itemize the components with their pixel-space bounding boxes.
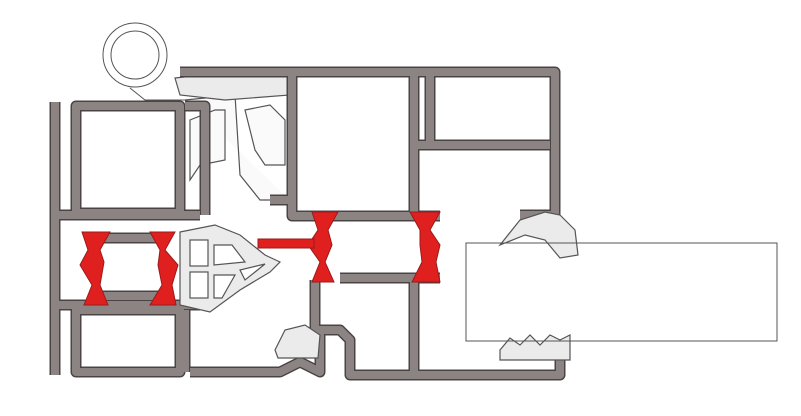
- thermal-break-4: [409, 211, 441, 283]
- thermal-break-bar: [257, 238, 315, 249]
- glazing-gasket-bottom: [499, 334, 571, 361]
- corner-cleat: [179, 224, 282, 313]
- glazing-gasket-top: [498, 211, 579, 259]
- sash-inserts: [174, 71, 291, 201]
- thermal-breaks: [79, 211, 441, 306]
- thermal-break-1: [79, 231, 111, 306]
- frame-gasket: [274, 324, 321, 359]
- circle-detail: [102, 22, 190, 101]
- glass-pane: [465, 242, 778, 342]
- left-sash-profile: [49, 100, 211, 378]
- thermal-break-2: [149, 231, 179, 306]
